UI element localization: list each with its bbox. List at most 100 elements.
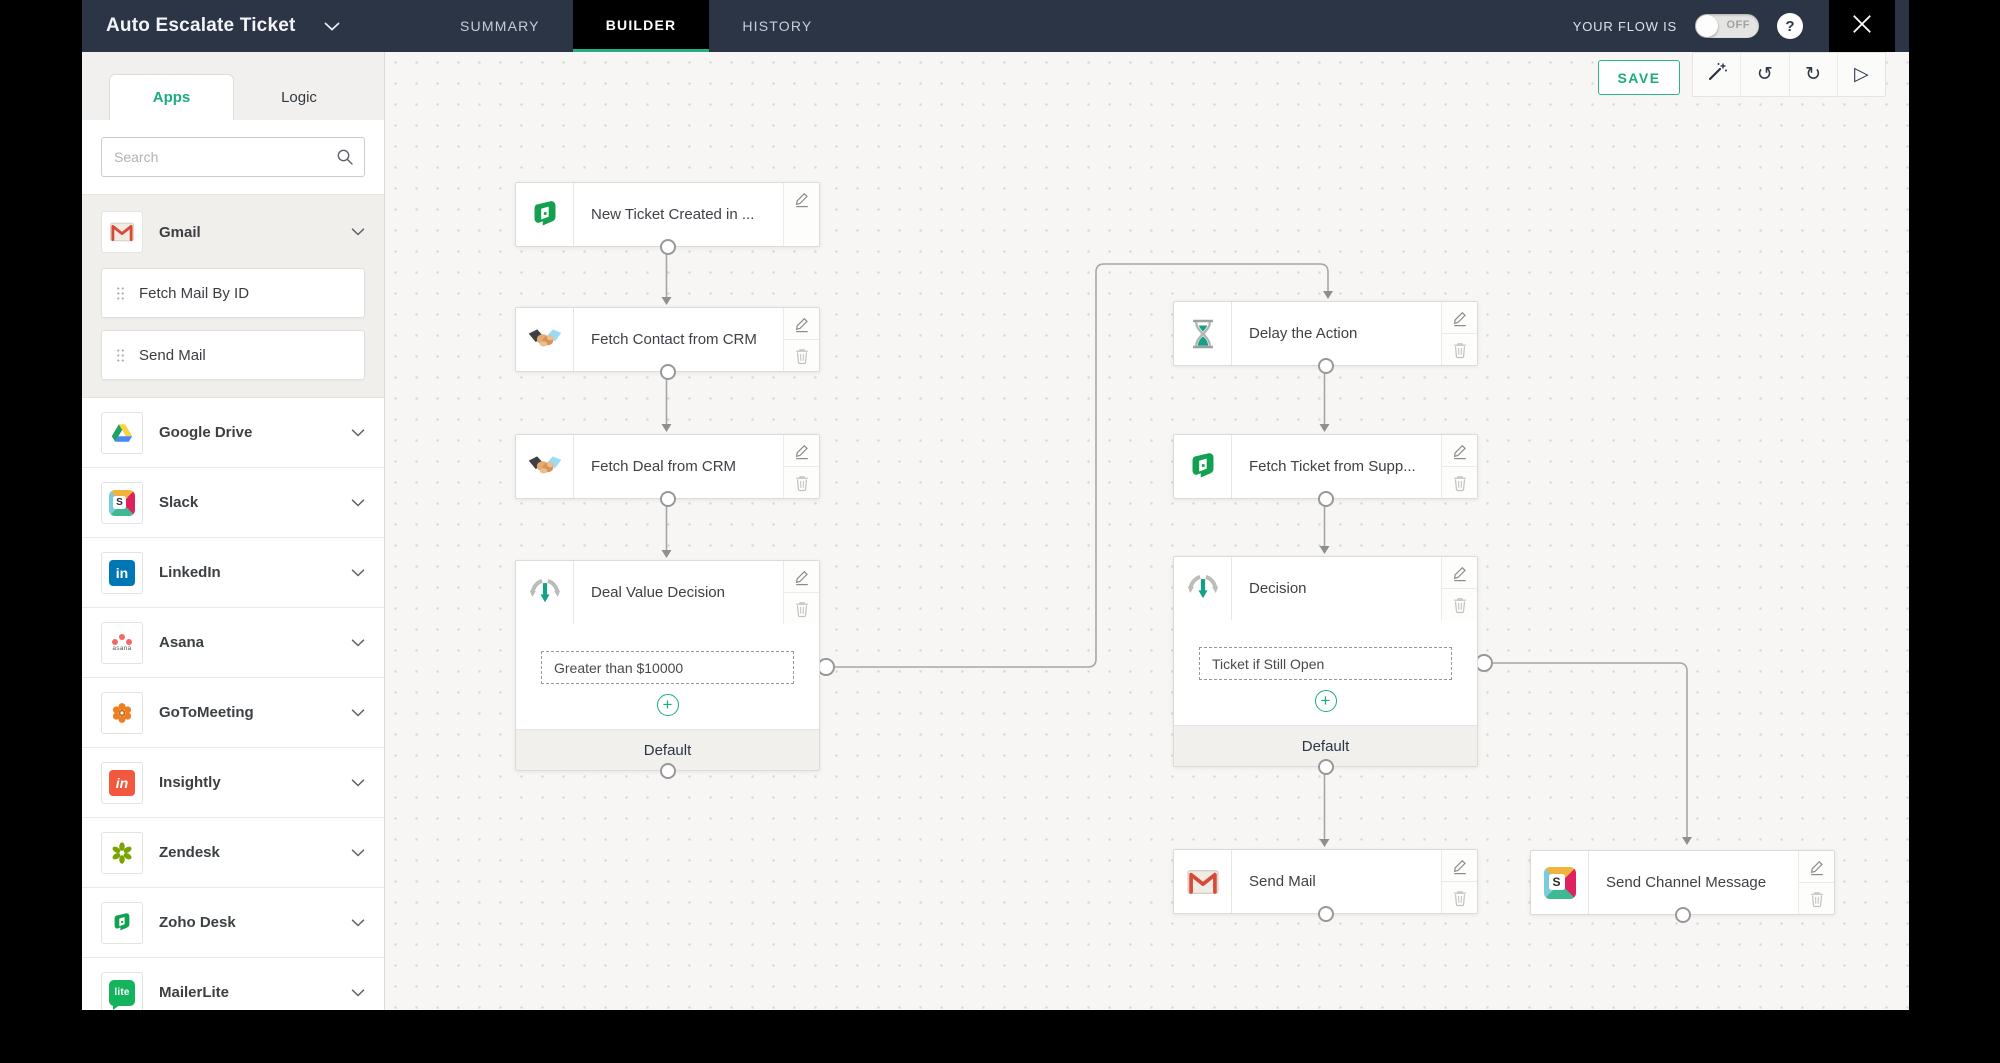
close-button[interactable]	[1829, 0, 1895, 52]
connector-port[interactable]	[659, 239, 676, 255]
connector-port[interactable]	[659, 763, 676, 779]
delete-node-button[interactable]	[1799, 883, 1834, 914]
gmail-icon	[1174, 850, 1232, 913]
sidebar-app-linkedin[interactable]: in LinkedIn	[82, 538, 384, 608]
tab-history[interactable]: HISTORY	[742, 18, 813, 34]
drag-handle-icon	[116, 347, 125, 363]
node-fetch-deal-from-crm[interactable]: Fetch Deal from CRM	[515, 434, 820, 507]
chevron-down-icon	[351, 779, 365, 787]
run-button[interactable]: ▷	[1854, 64, 1869, 85]
flow-title-dropdown[interactable]: Auto Escalate Ticket	[82, 0, 385, 52]
default-branch[interactable]: Default	[1174, 725, 1477, 775]
help-button[interactable]: ?	[1777, 13, 1803, 39]
gmail-icon	[101, 211, 143, 253]
header-tabs: SUMMARY BUILDER HISTORY	[427, 0, 845, 52]
delete-node-button[interactable]	[1442, 589, 1477, 620]
sidebar-app-group-gmail: Gmail Fetch Mail By ID Send Mail	[82, 195, 384, 398]
default-branch[interactable]: Default	[516, 729, 819, 779]
toggle-knob	[1696, 15, 1718, 37]
sidebar-app-google-drive[interactable]: Google Drive	[82, 398, 384, 468]
decision-icon	[516, 561, 574, 624]
handshake-icon	[516, 308, 574, 371]
handshake-icon	[516, 435, 574, 498]
edit-node-button[interactable]	[1442, 850, 1477, 882]
chevron-down-icon	[351, 569, 365, 577]
chevron-down-icon	[351, 639, 365, 647]
edit-node-button[interactable]	[1442, 435, 1477, 467]
edit-node-button[interactable]	[784, 435, 819, 467]
node-new-ticket-created[interactable]: New Ticket Created in ...	[515, 182, 820, 255]
condition-branch[interactable]: Greater than $10000	[541, 651, 794, 684]
sidebar-action-fetch-mail-by-id[interactable]: Fetch Mail By ID	[101, 268, 365, 318]
node-fetch-contact-from-crm[interactable]: Fetch Contact from CRM	[515, 307, 820, 380]
chevron-down-icon	[351, 919, 365, 927]
magic-wand-icon	[1706, 61, 1728, 89]
sidebar-action-send-mail[interactable]: Send Mail	[101, 330, 365, 380]
redo-button[interactable]: ↻	[1790, 53, 1838, 96]
add-branch-button[interactable]: +	[1314, 690, 1337, 712]
branch-port	[817, 658, 835, 676]
edit-node-button[interactable]	[1442, 302, 1477, 334]
connector-port[interactable]	[1674, 907, 1691, 923]
sidebar-app-zoho-desk[interactable]: Zoho Desk	[82, 888, 384, 958]
delete-node-button[interactable]	[1442, 882, 1477, 913]
tab-logic[interactable]: Logic	[281, 89, 317, 106]
flow-canvas[interactable]: SAVE ↺ ↻ ▷ New Ticket Created in ...	[385, 52, 1909, 1010]
undo-button[interactable]: ↺	[1741, 53, 1790, 96]
save-button[interactable]: SAVE	[1598, 60, 1680, 95]
sidebar-app-gotomeeting[interactable]: GoToMeeting	[82, 678, 384, 748]
connector-port[interactable]	[1317, 906, 1334, 922]
zoho-desk-icon	[101, 901, 143, 944]
sidebar-app-mailerlite[interactable]: lite MailerLite	[82, 958, 384, 1010]
sidebar-app-asana[interactable]: asana Asana	[82, 608, 384, 678]
chevron-down-icon	[351, 228, 365, 236]
edit-node-button[interactable]	[1442, 557, 1477, 589]
drag-handle-icon	[116, 285, 125, 301]
node-fetch-ticket-from-support[interactable]: Fetch Ticket from Supp...	[1173, 434, 1478, 507]
add-branch-button[interactable]: +	[656, 694, 679, 716]
connector-port[interactable]	[1317, 759, 1334, 775]
google-drive-icon	[101, 411, 143, 454]
delete-node-button[interactable]	[1442, 467, 1477, 498]
connector-port[interactable]	[659, 491, 676, 507]
canvas-toolbar: ↺ ↻ ▷	[1692, 52, 1886, 97]
tab-summary[interactable]: SUMMARY	[460, 18, 540, 34]
magic-wand-button[interactable]	[1693, 53, 1742, 96]
toggle-state-label: OFF	[1726, 19, 1750, 31]
edit-node-button[interactable]	[1799, 851, 1834, 883]
delete-node-button[interactable]	[1442, 334, 1477, 365]
page-title: Auto Escalate Ticket	[106, 15, 296, 36]
node-decision[interactable]: Decision Ticket if Still Open + Default	[1173, 556, 1478, 775]
delete-node-button[interactable]	[784, 340, 819, 371]
connector-port[interactable]	[1317, 358, 1334, 374]
gotomeeting-icon	[101, 691, 143, 734]
edit-node-button[interactable]	[784, 561, 819, 593]
condition-branch[interactable]: Ticket if Still Open	[1199, 647, 1452, 680]
connector-port[interactable]	[1317, 491, 1334, 507]
flow-on-off-toggle[interactable]: OFF	[1695, 14, 1759, 38]
sidebar-app-insightly[interactable]: in Insightly	[82, 748, 384, 818]
sidebar-app-zendesk[interactable]: Zendesk	[82, 818, 384, 888]
sidebar-app-gmail[interactable]: Gmail	[101, 208, 365, 256]
tab-builder[interactable]: BUILDER	[572, 0, 710, 52]
zoho-desk-icon	[516, 183, 574, 246]
node-send-channel-message[interactable]: S Send Channel Message	[1530, 850, 1835, 923]
tab-apps[interactable]: Apps	[109, 74, 234, 120]
chevron-down-icon	[351, 709, 365, 717]
node-deal-value-decision[interactable]: Deal Value Decision Greater than $10000 …	[515, 560, 820, 779]
slack-icon: S	[1531, 851, 1589, 914]
connector-port[interactable]	[659, 364, 676, 380]
sidebar-app-slack[interactable]: S Slack	[82, 468, 384, 538]
insightly-icon: in	[101, 761, 143, 804]
zoho-desk-icon	[1174, 435, 1232, 498]
sidebar-tabs: Apps Logic	[82, 52, 384, 120]
node-send-mail[interactable]: Send Mail	[1173, 849, 1478, 922]
delete-node-button[interactable]	[784, 593, 819, 624]
search-input[interactable]	[101, 137, 365, 177]
edit-node-button[interactable]	[784, 308, 819, 340]
delete-node-button[interactable]	[784, 467, 819, 498]
edit-node-button[interactable]	[784, 183, 819, 214]
sidebar: Apps Logic Gmail Fetch Mail By ID	[82, 52, 385, 1010]
header: Auto Escalate Ticket SUMMARY BUILDER HIS…	[82, 0, 1909, 52]
node-delay-the-action[interactable]: Delay the Action	[1173, 301, 1478, 374]
